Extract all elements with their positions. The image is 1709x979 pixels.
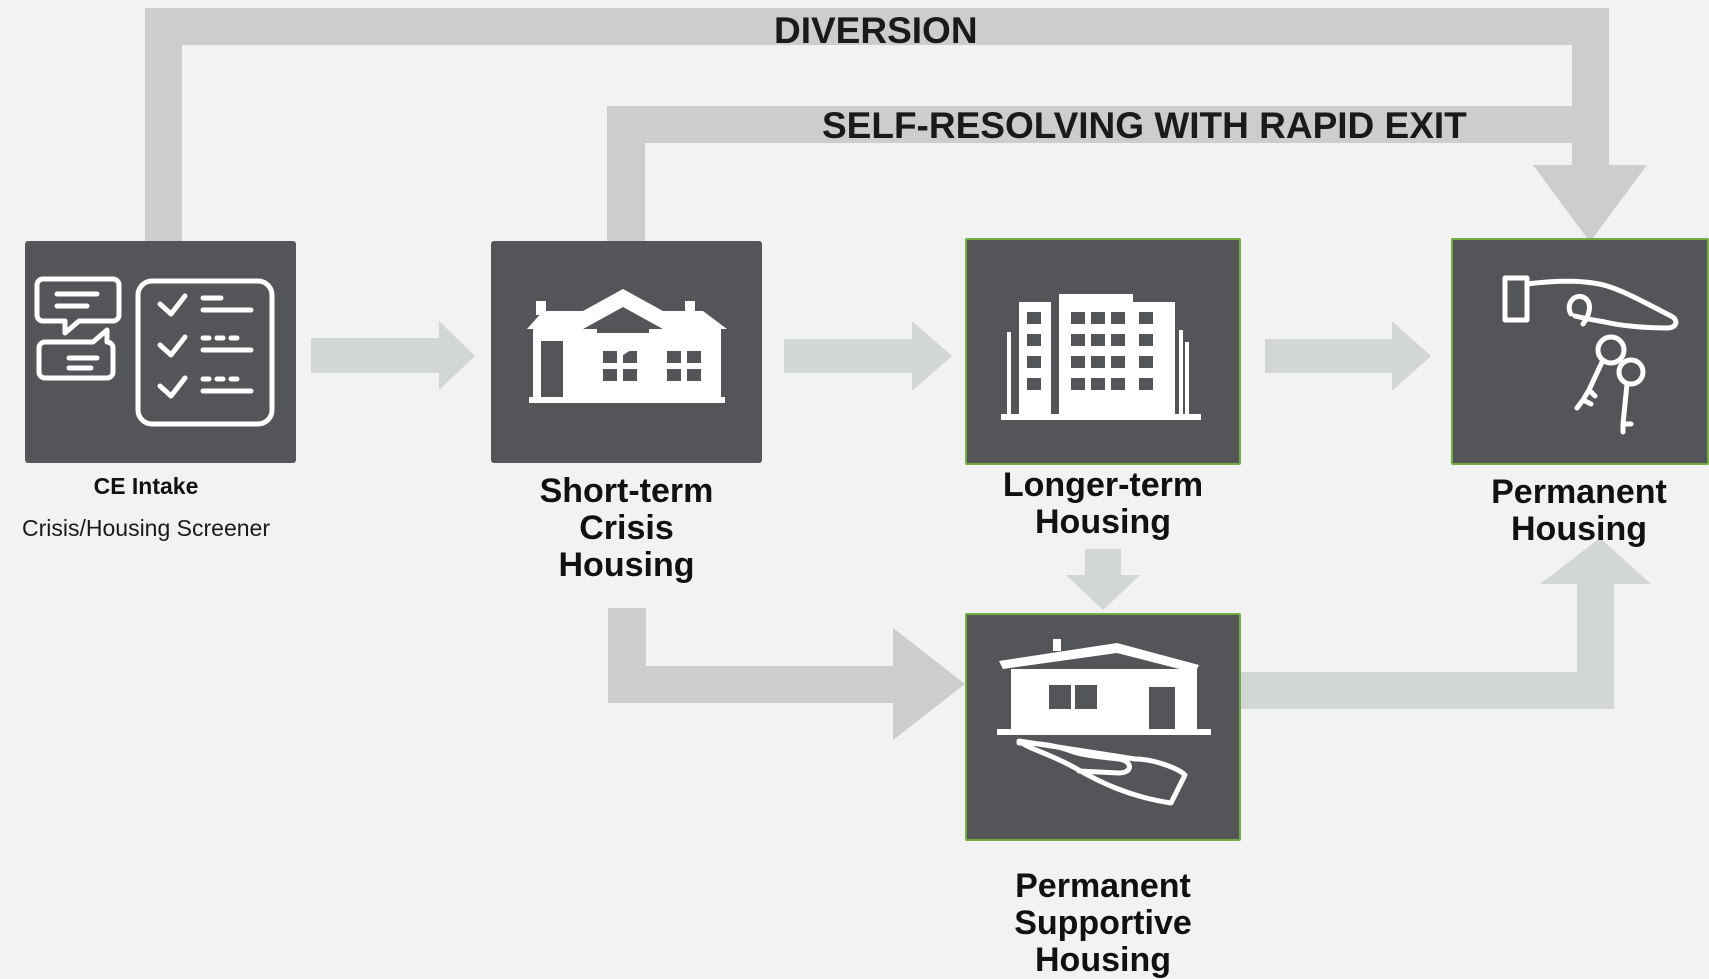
longer-term-to-permanent-arrow	[1265, 321, 1431, 391]
hand-keys-icon	[1502, 275, 1679, 435]
short-term-to-psh-arrow	[608, 608, 965, 740]
self-resolving-label: SELF-RESOLVING WITH RAPID EXIT	[822, 105, 1467, 146]
short-term-to-longer-term-arrow	[784, 321, 952, 391]
longer-term-to-psh-arrow	[1066, 549, 1140, 610]
psh-label: Permanent Supportive Housing	[1014, 867, 1192, 979]
diversion-label: DIVERSION	[774, 10, 978, 51]
intake-tile	[25, 241, 296, 463]
intake-title: CE Intake	[93, 473, 199, 499]
intake-to-short-term-arrow	[311, 321, 475, 390]
self-resolving-route-arrow	[607, 106, 1572, 242]
psh-tile	[965, 613, 1241, 841]
diversion-route-arrow	[145, 8, 1647, 242]
shelter-house-icon	[527, 289, 727, 403]
permanent-tile	[1451, 238, 1709, 465]
checklist-chat-icon	[34, 276, 275, 427]
intake-subtitle: Crisis/Housing Screener	[22, 515, 270, 541]
longer-term-tile	[965, 238, 1241, 465]
short-term-tile	[491, 241, 762, 463]
apartment-building-icon	[1001, 294, 1201, 420]
longer-term-label: Longer-term Housing	[1002, 466, 1204, 541]
permanent-label: Permanent Housing	[1491, 473, 1667, 548]
house-in-hand-icon	[997, 639, 1211, 806]
short-term-label: Short-term Crisis Housing	[539, 472, 714, 584]
psh-to-permanent-arrow	[1239, 538, 1651, 709]
